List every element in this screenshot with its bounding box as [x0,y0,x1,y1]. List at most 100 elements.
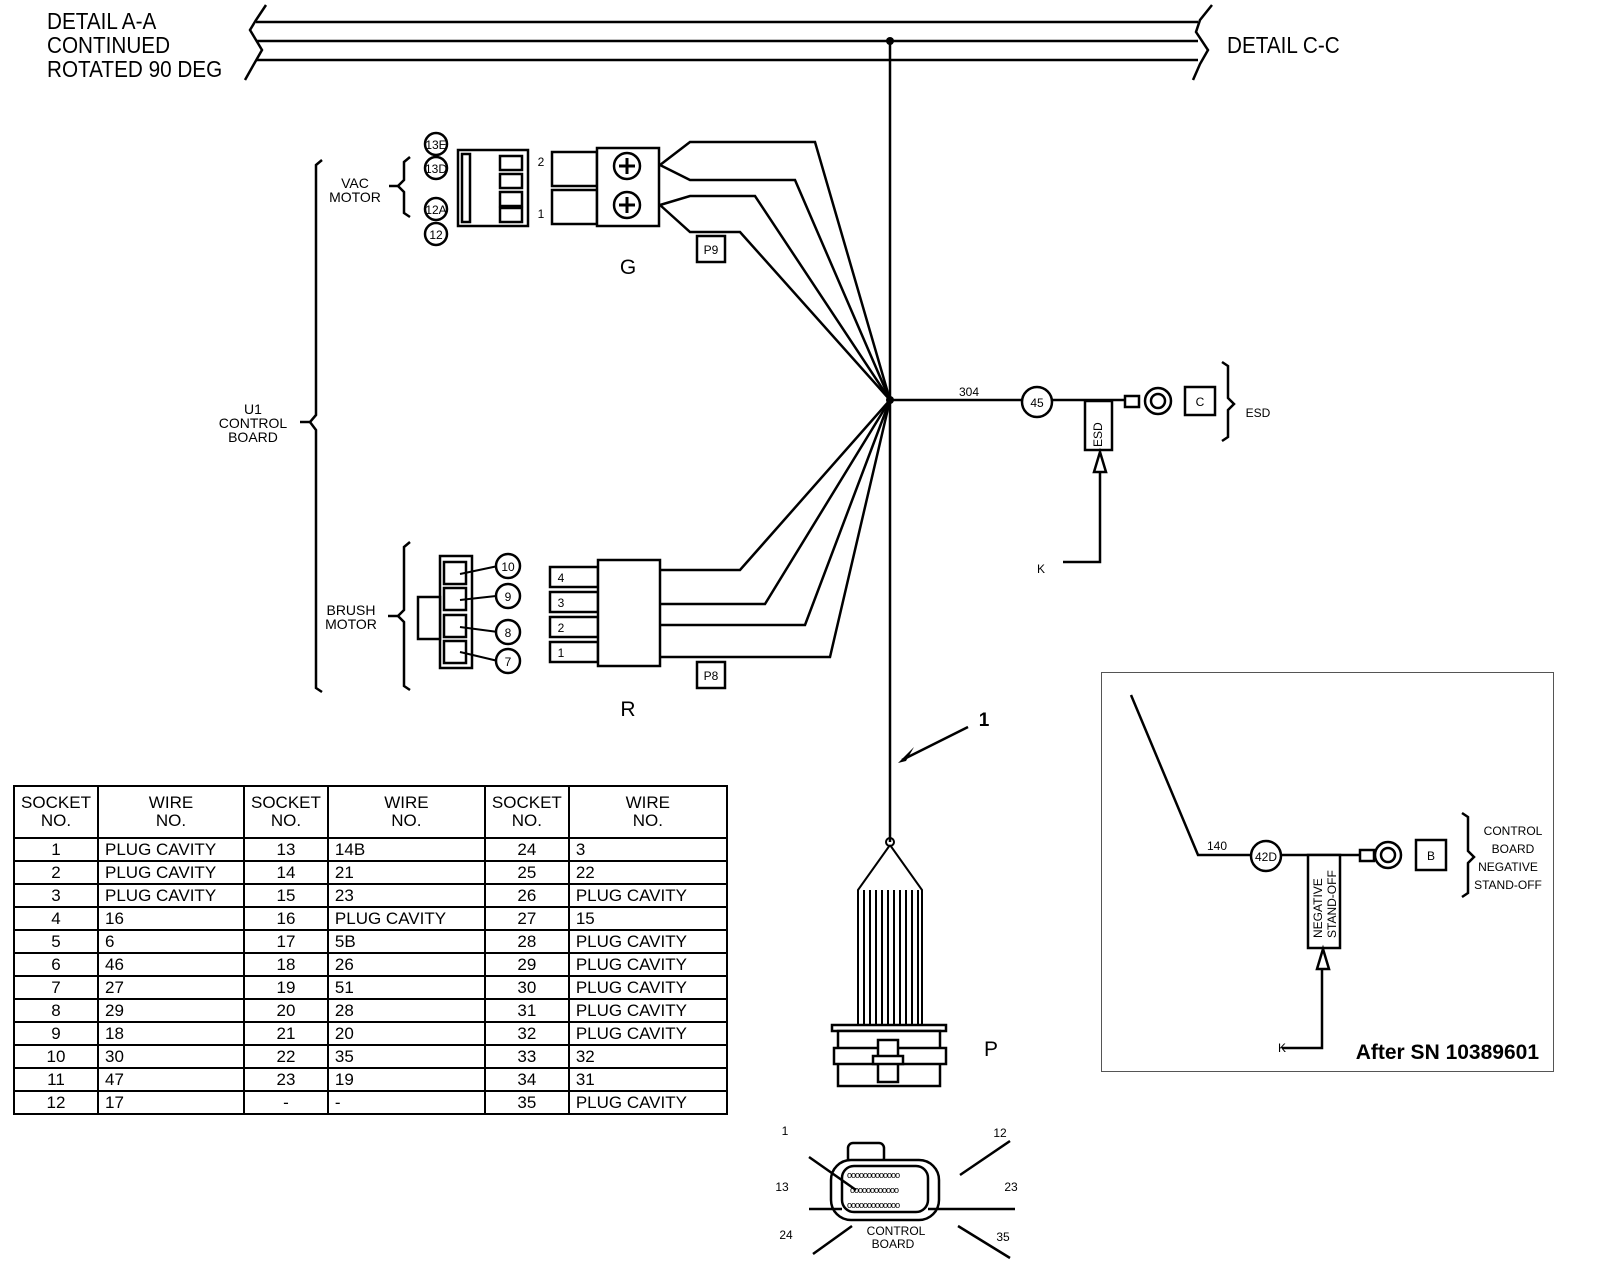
detail-a-a-title: DETAIL A-A CONTINUED ROTATED 90 DEG [47,9,222,81]
socket-cell: 19 [243,975,329,1000]
socket-cell: 2 [13,860,99,885]
detail-line-3: ROTATED 90 DEG [47,56,223,82]
socket-cell: 6 [13,952,99,977]
wire-cell: 31 [567,1067,728,1092]
socket-cell: 29 [483,952,570,977]
socket-cell: 24 [483,837,570,862]
r-pin-2: 2 [558,621,565,635]
terminal-box-b [1414,838,1448,872]
wire-cell: PLUG CAVITY [326,906,486,931]
wire-circle-10: 10 [501,560,515,574]
control-board-face [808,1139,1015,1260]
connector-r [416,554,727,690]
esd-group-label: ESD [1246,406,1271,420]
detail-line-2: CONTINUED [47,32,171,58]
socket-cell: 25 [483,860,570,885]
connector-r-label: R [620,698,635,721]
socket-cell: 34 [483,1067,570,1092]
plug-p8: P8 [704,669,719,683]
wire-cell: 5B [326,929,486,954]
wire-cell: 22 [567,860,728,885]
inset-group-label-1: CONTROL [1484,824,1543,838]
wire-cell: 46 [97,952,245,977]
wire-cell: PLUG CAVITY [567,975,728,1000]
socket-cell: 13 [243,837,329,862]
wire-cell: 32 [567,1044,728,1069]
socket-cell: 33 [483,1044,570,1069]
circle-42d-label: 42D [1255,850,1277,864]
socket-cell: 7 [13,975,99,1000]
socket-cell: 21 [243,1021,329,1046]
socket-cell: - [243,1090,329,1115]
socket-cell: 26 [483,883,570,908]
wire-cell: 20 [326,1021,486,1046]
brush-motor-brace [396,541,411,692]
vac-motor-label-2: MOTOR [329,189,381,205]
pin-label-1: 1 [782,1124,789,1138]
wire-cell: PLUG CAVITY [567,1090,728,1115]
tag-stand-off: STAND-OFF [1325,870,1339,938]
socket-cell: 12 [13,1090,99,1115]
wire-cell: 23 [326,883,486,908]
esd-brace [1221,360,1236,443]
junction-dot-center [886,396,894,404]
socket-cell: 4 [13,906,99,931]
wire-cell: 19 [326,1067,486,1092]
wire-cell: PLUG CAVITY [567,929,728,954]
control-board-brace [308,159,323,694]
socket-cell: 20 [243,998,329,1023]
svg-text:ooooooooooooo: ooooooooooooo [847,1200,900,1210]
socket-cell: 5 [13,929,99,954]
after-sn-caption: After SN 10389601 [1355,1041,1539,1064]
wire-cell: 16 [97,906,245,931]
inset-group-label-3: NEGATIVE [1478,860,1538,874]
g-pin-2: 2 [538,155,545,169]
svg-text:oooooooooooo: oooooooooooo [850,1185,899,1195]
wire-circle-13d: 13D [425,162,447,176]
wire-circle-13e: 13E [425,138,446,152]
wire-cell: PLUG CAVITY [97,883,245,908]
wire-cell: PLUG CAVITY [97,860,245,885]
socket-cell: 17 [243,929,329,954]
inset-group-label-2: BOARD [1492,842,1535,856]
wire-cell: 6 [97,929,245,954]
control-board-label-2: CONTROL [219,415,288,431]
socket-cell: 35 [483,1090,570,1115]
wire-140: 140 [1207,839,1227,853]
socket-cell: 31 [483,998,570,1023]
socket-cell: 3 [13,883,99,908]
g-pin-1: 1 [538,207,545,221]
wire-cell: 18 [97,1021,245,1046]
connector-p [830,837,948,1088]
socket-cell: 22 [243,1044,329,1069]
wire-cell: 21 [326,860,486,885]
circle-42d [1249,839,1283,873]
socket-cell: 23 [243,1067,329,1092]
pin-label-24: 24 [779,1228,793,1242]
socket-cell: 1 [13,837,99,862]
socket-cell: 28 [483,929,570,954]
circle-45 [1020,385,1054,419]
terminal-box-c [1183,385,1217,417]
connector-g-label: G [620,256,636,279]
wire-circle-12a: 12A [425,203,446,217]
vac-motor-label-1: VAC [341,175,369,191]
wire-cell: PLUG CAVITY [567,883,728,908]
socket-cell: 18 [243,952,329,977]
brush-motor-label-1: BRUSH [326,602,375,618]
socket-cell: 15 [243,883,329,908]
socket-cell: 32 [483,1021,570,1046]
r-pin-3: 3 [558,596,565,610]
